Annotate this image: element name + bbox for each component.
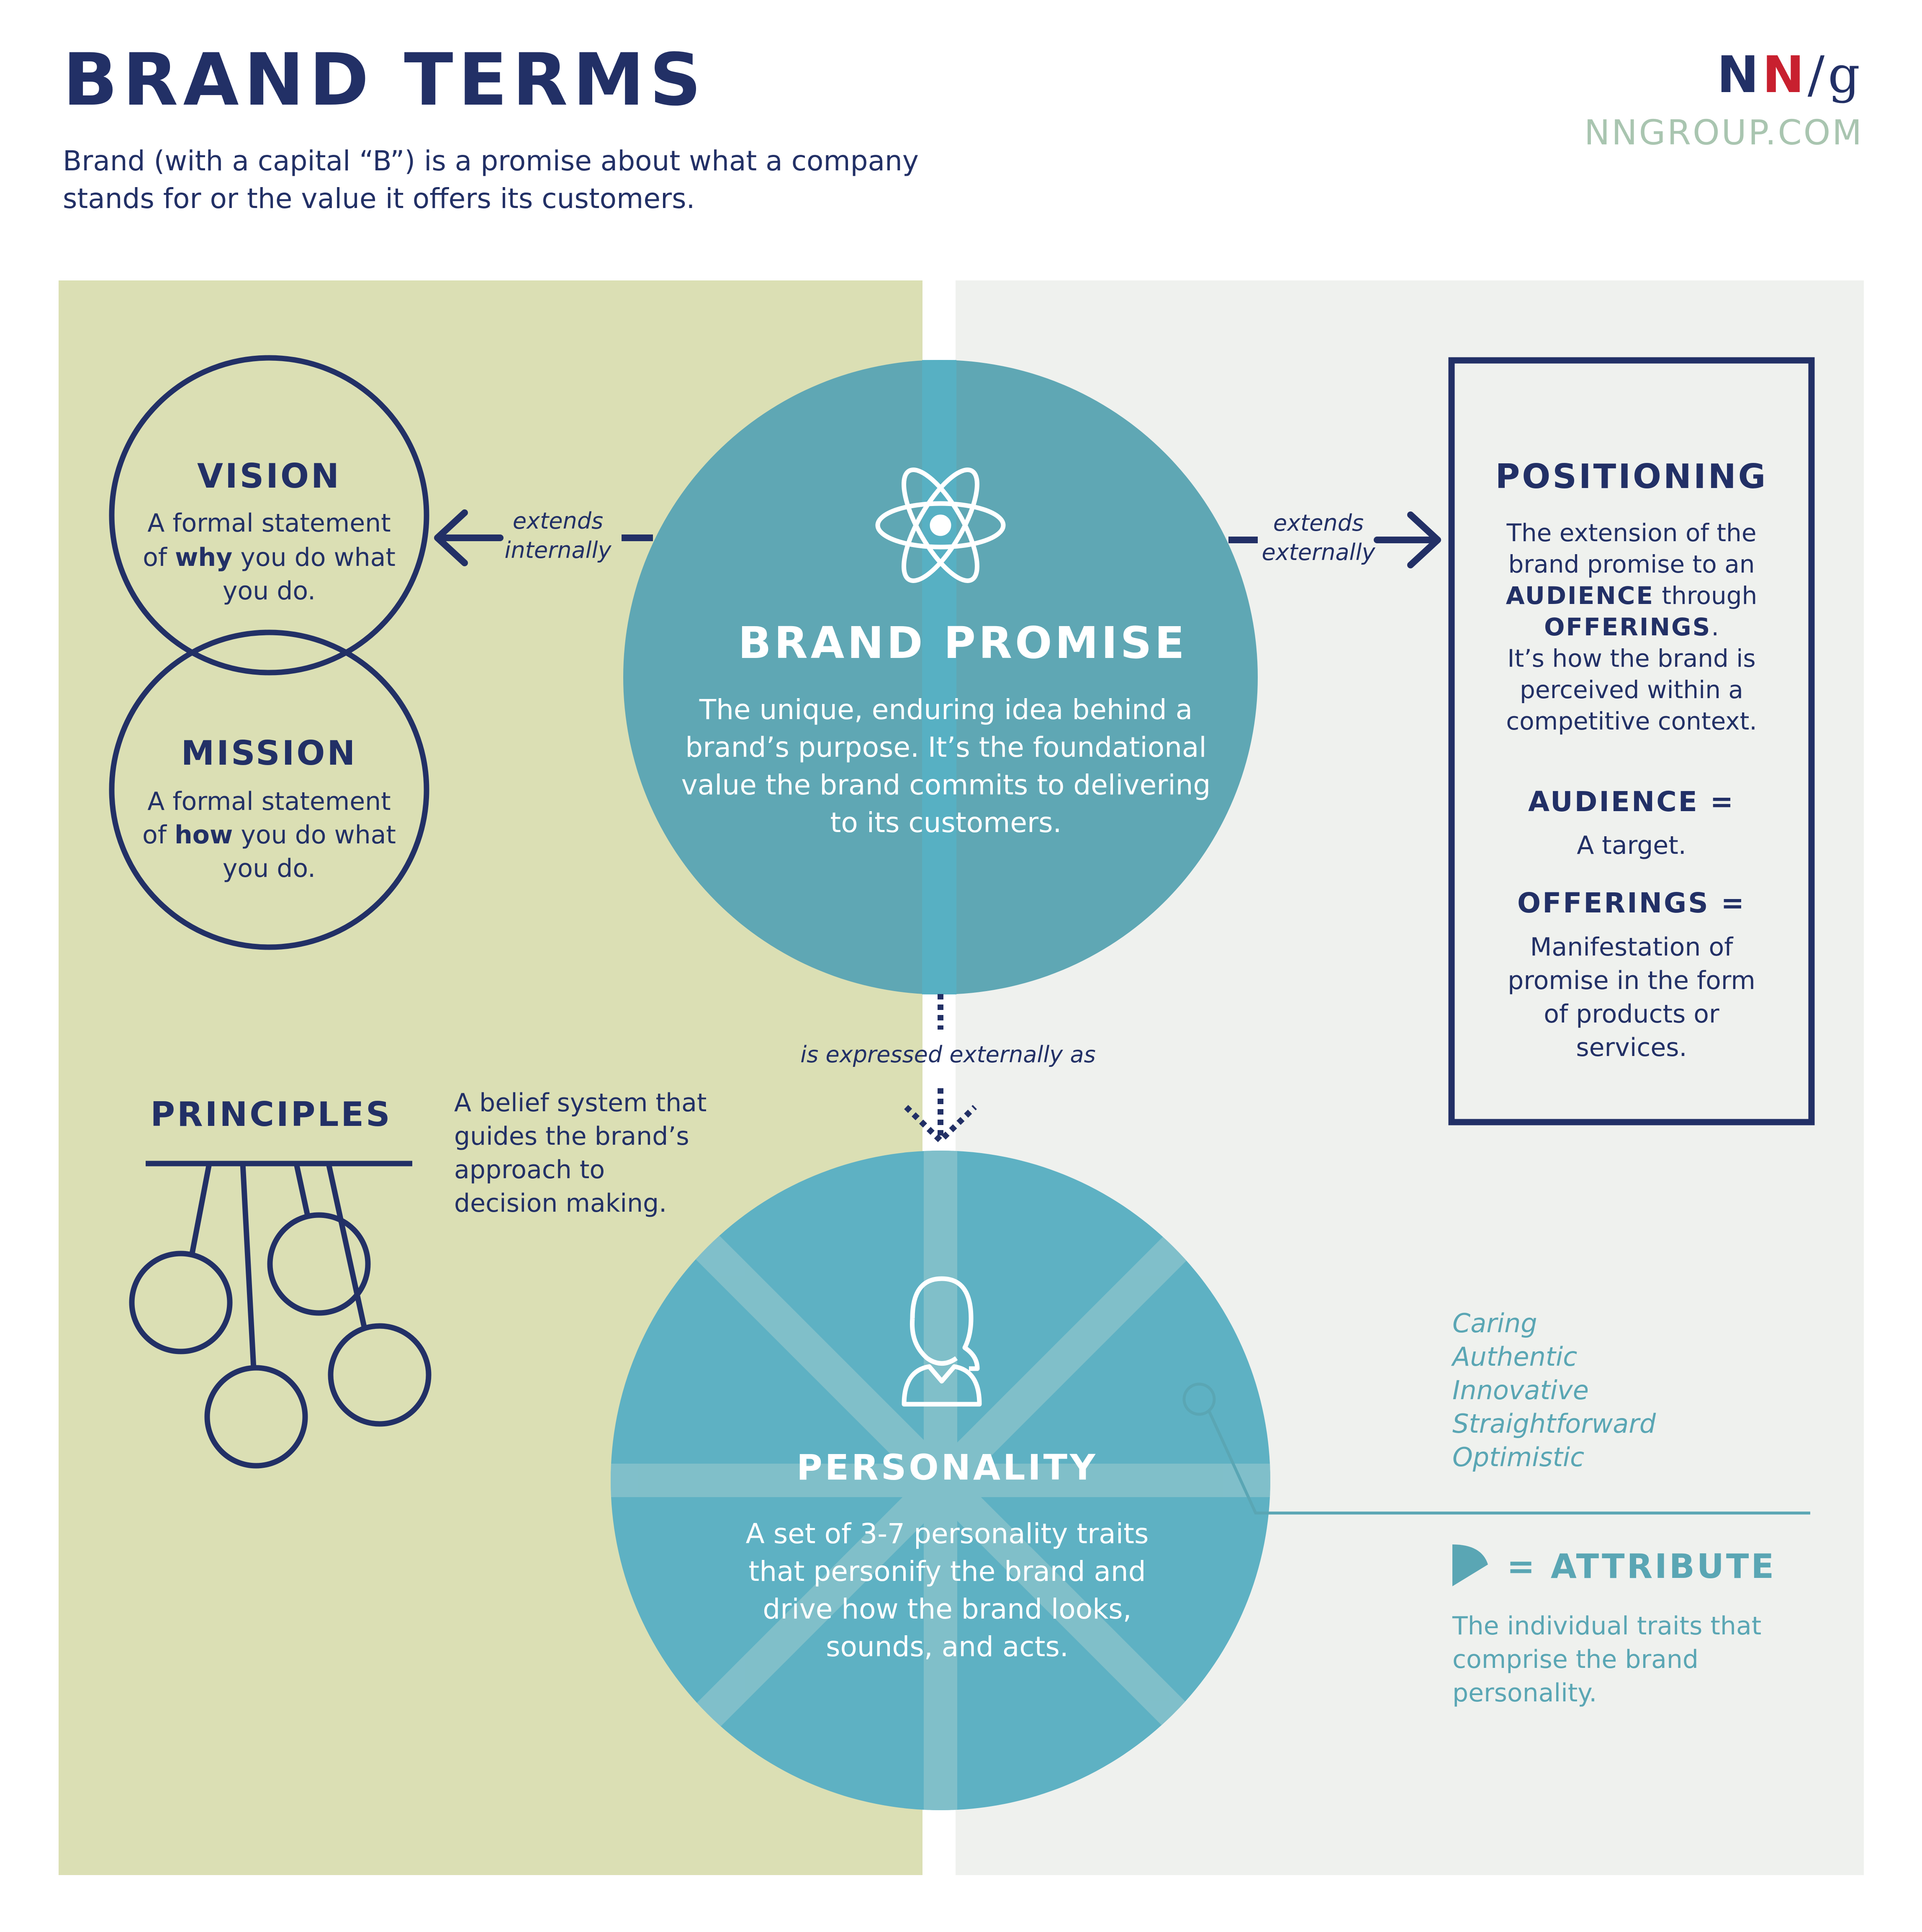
brand-promise-center-band <box>922 360 956 994</box>
brand-promise-line: The unique, enduring idea behind a <box>699 694 1192 726</box>
atom-icon <box>875 468 1006 583</box>
extends-internally-line2: internally <box>504 537 612 563</box>
mission-circle <box>109 629 429 950</box>
extends-externally-line2: externally <box>1262 539 1375 565</box>
vision-line2: of why you do what <box>143 543 396 572</box>
offerings-line: Manifestation of <box>1530 933 1734 962</box>
arrow-left-icon <box>434 509 653 566</box>
page-title: BRAND TERMS <box>63 38 707 122</box>
arrow-right-icon <box>1228 511 1441 568</box>
personality-line: drive how the brand looks, <box>763 1593 1131 1625</box>
positioning-line: AUDIENCE through <box>1506 581 1758 610</box>
trait-authentic: Authentic <box>1451 1341 1577 1372</box>
principles-line: approach to <box>454 1155 605 1184</box>
positioning-title: POSITIONING <box>1495 457 1768 496</box>
logo-slash-g: /g <box>1807 46 1863 104</box>
principles-line: decision making. <box>454 1189 667 1218</box>
personality-line: sounds, and acts. <box>826 1631 1069 1663</box>
vision-line1: A formal statement <box>147 509 391 538</box>
logo-n2: N <box>1762 46 1808 104</box>
positioning-line: It’s how the brand is <box>1507 644 1755 673</box>
mission-line2: of how you do what <box>142 820 396 850</box>
extends-internally-line1: extends <box>513 508 603 534</box>
nng-logo[interactable]: NN/g <box>1717 46 1863 104</box>
positioning-line: perceived within a <box>1520 676 1743 704</box>
offerings-line: services. <box>1576 1033 1687 1062</box>
vision-line3: you do. <box>223 576 316 606</box>
principles-title: PRINCIPLES <box>150 1095 392 1134</box>
person-icon <box>902 1276 982 1407</box>
mission-title: MISSION <box>181 734 357 773</box>
positioning-line: brand promise to an <box>1508 550 1755 578</box>
positioning-line: The extension of the <box>1506 519 1756 547</box>
vision-circle <box>109 355 429 676</box>
vision-title: VISION <box>197 457 341 496</box>
positioning-box <box>1448 357 1815 1125</box>
offerings-line: promise in the form <box>1508 966 1755 995</box>
principles-line: guides the brand’s <box>454 1122 689 1151</box>
positioning-line: OFFERINGS. <box>1544 613 1719 641</box>
arrow-down-icon <box>904 994 977 1145</box>
trait-caring: Caring <box>1452 1308 1537 1339</box>
brand-promise-line: value the brand commits to delivering <box>681 769 1211 801</box>
site-link[interactable]: NNGROUP.COM <box>1584 113 1863 153</box>
trait-innovative: Innovative <box>1452 1375 1589 1405</box>
audience-label: AUDIENCE = <box>1528 786 1735 818</box>
principles-line: A belief system that <box>454 1088 707 1118</box>
personality-line: that personify the brand and <box>748 1555 1146 1588</box>
attribute-line: personality. <box>1452 1678 1597 1708</box>
attribute-line: The individual traits that <box>1452 1611 1761 1641</box>
attribute-line: comprise the brand <box>1452 1645 1698 1674</box>
personality-title: PERSONALITY <box>797 1447 1098 1488</box>
brand-promise-line: brand’s purpose. It’s the foundational <box>685 731 1206 763</box>
brand-promise-title: BRAND PROMISE <box>738 617 1187 668</box>
mission-line1: A formal statement <box>147 787 391 816</box>
extends-externally-line1: extends <box>1273 510 1364 536</box>
attribute-connector <box>1182 1382 1810 1515</box>
personality-line: A set of 3-7 personality traits <box>746 1518 1149 1550</box>
offerings-line: of products or <box>1544 999 1719 1029</box>
positioning-line: competitive context. <box>1506 707 1757 735</box>
audience-definition: A target. <box>1577 831 1686 860</box>
attribute-wedge-icon <box>1452 1544 1488 1586</box>
page-subtitle: Brand (with a capital “B”) is a promise … <box>63 145 919 215</box>
logo-n1: N <box>1716 46 1763 104</box>
mission-line3: you do. <box>223 854 316 883</box>
pendulum-icon <box>129 1161 432 1469</box>
brand-promise-line: to its customers. <box>830 807 1062 839</box>
expressed-externally-label: is expressed externally as <box>800 1041 1096 1068</box>
attribute-label: = ATTRIBUTE <box>1507 1547 1776 1586</box>
trait-optimistic: Optimistic <box>1452 1442 1584 1472</box>
trait-straightforward: Straightforward <box>1452 1408 1656 1439</box>
offerings-label: OFFERINGS = <box>1517 887 1746 919</box>
personality-segments <box>611 1151 1270 1810</box>
